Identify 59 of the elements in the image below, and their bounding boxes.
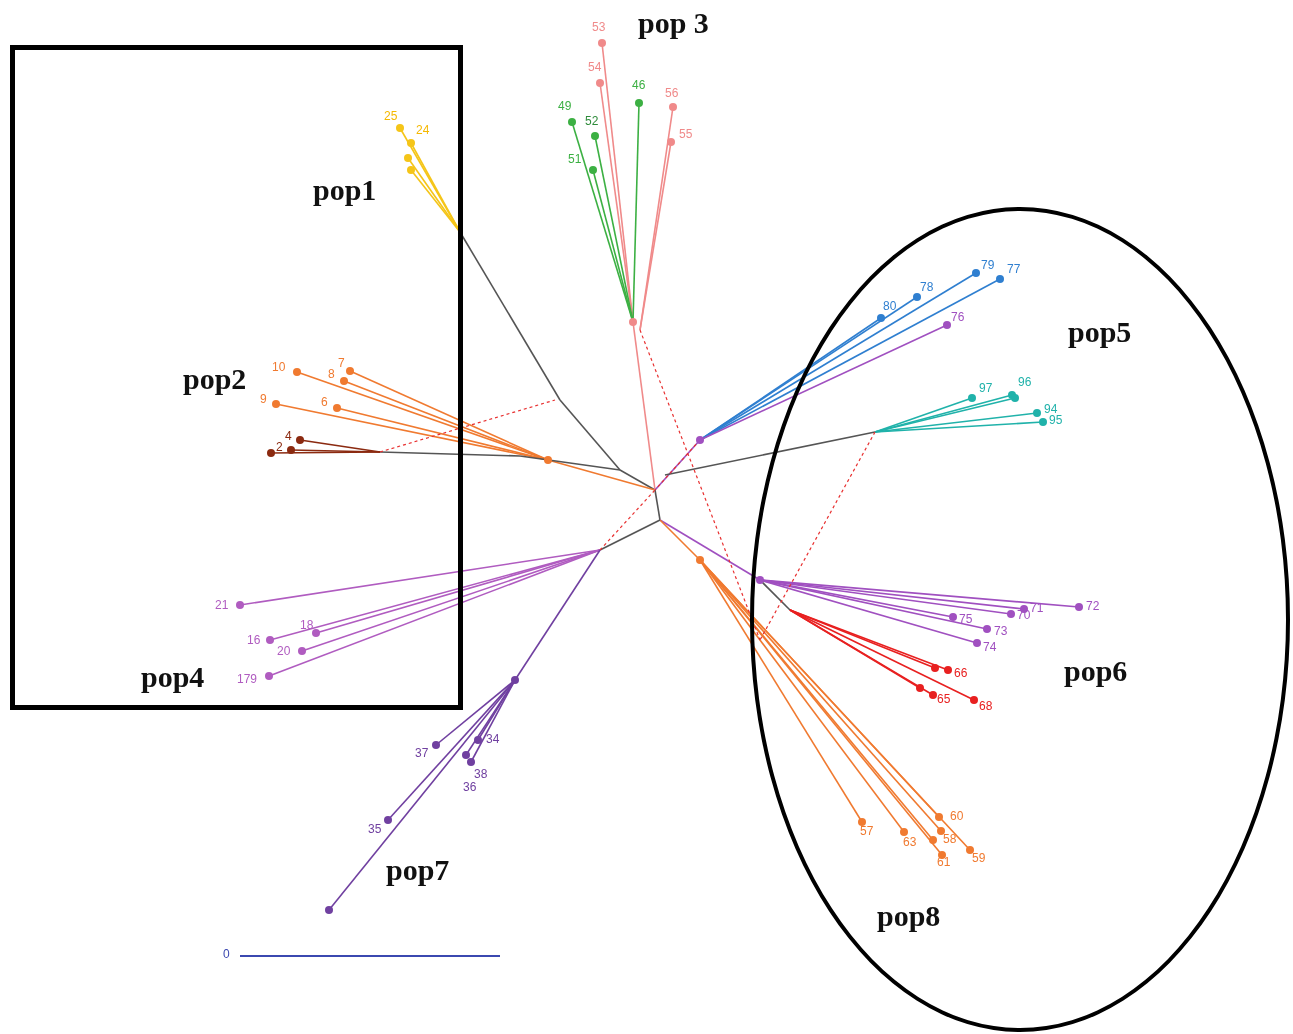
tip-label: 2 <box>276 441 283 453</box>
tip-label: 0 <box>223 948 230 960</box>
population-label: pop4 <box>141 662 205 692</box>
tip-label: 96 <box>1018 376 1032 388</box>
cluster-ellipse <box>750 207 1290 1032</box>
tip-label: 97 <box>979 382 993 394</box>
tip-label: 56 <box>665 87 679 99</box>
tip-label: 37 <box>415 747 429 759</box>
tip-label: 66 <box>954 667 968 679</box>
tip-label: 35 <box>368 823 382 835</box>
tip-label: 6 <box>321 396 328 408</box>
tip-label: 36 <box>463 781 477 793</box>
tip-label: 51 <box>568 153 582 165</box>
tip-label: 78 <box>920 281 934 293</box>
tip-label: 57 <box>860 825 874 837</box>
tip-label: 74 <box>983 641 997 653</box>
tip-label: 179 <box>237 673 258 685</box>
tip-label: 4 <box>285 430 292 442</box>
tip-label: 25 <box>384 110 398 122</box>
tip-label: 60 <box>950 810 964 822</box>
tip-label: 75 <box>959 613 973 625</box>
population-label: pop6 <box>1064 656 1128 686</box>
tip-label: 72 <box>1086 600 1100 612</box>
tip-label: 95 <box>1049 414 1063 426</box>
population-label: pop1 <box>313 175 377 205</box>
tip-label: 65 <box>937 693 951 705</box>
tip-label: 79 <box>981 259 995 271</box>
tip-label: 73 <box>994 625 1008 637</box>
tip-label: 34 <box>486 733 500 745</box>
tip-label: 46 <box>632 79 646 91</box>
tip-label: 20 <box>277 645 291 657</box>
tip-label: 21 <box>215 599 229 611</box>
tip-label: 94 <box>1044 403 1058 415</box>
cluster-rectangle <box>10 45 463 710</box>
tip-label: 7 <box>338 357 345 369</box>
tip-label: 9 <box>260 393 267 405</box>
population-label: pop2 <box>183 364 247 394</box>
tip-label: 68 <box>979 700 993 712</box>
population-label: pop5 <box>1068 317 1132 347</box>
population-label: pop7 <box>386 855 450 885</box>
population-label: pop8 <box>877 901 941 931</box>
tip-label: 77 <box>1007 263 1021 275</box>
tip-label: 49 <box>558 100 572 112</box>
tip-label: 54 <box>588 61 602 73</box>
tip-label: 53 <box>592 21 606 33</box>
tip-label: 58 <box>943 833 957 845</box>
tip-label: 18 <box>300 619 314 631</box>
tip-label: 59 <box>972 852 986 864</box>
tip-label: 24 <box>416 124 430 136</box>
tip-label: 80 <box>883 300 897 312</box>
tip-label: 76 <box>951 311 965 323</box>
tip-label: 63 <box>903 836 917 848</box>
tip-label: 38 <box>474 768 488 780</box>
tip-label: 8 <box>328 368 335 380</box>
tip-label: 10 <box>272 361 286 373</box>
population-label: pop 3 <box>638 8 709 38</box>
tip-label: 52 <box>585 115 599 127</box>
tip-label: 16 <box>247 634 261 646</box>
tip-label: 55 <box>679 128 693 140</box>
